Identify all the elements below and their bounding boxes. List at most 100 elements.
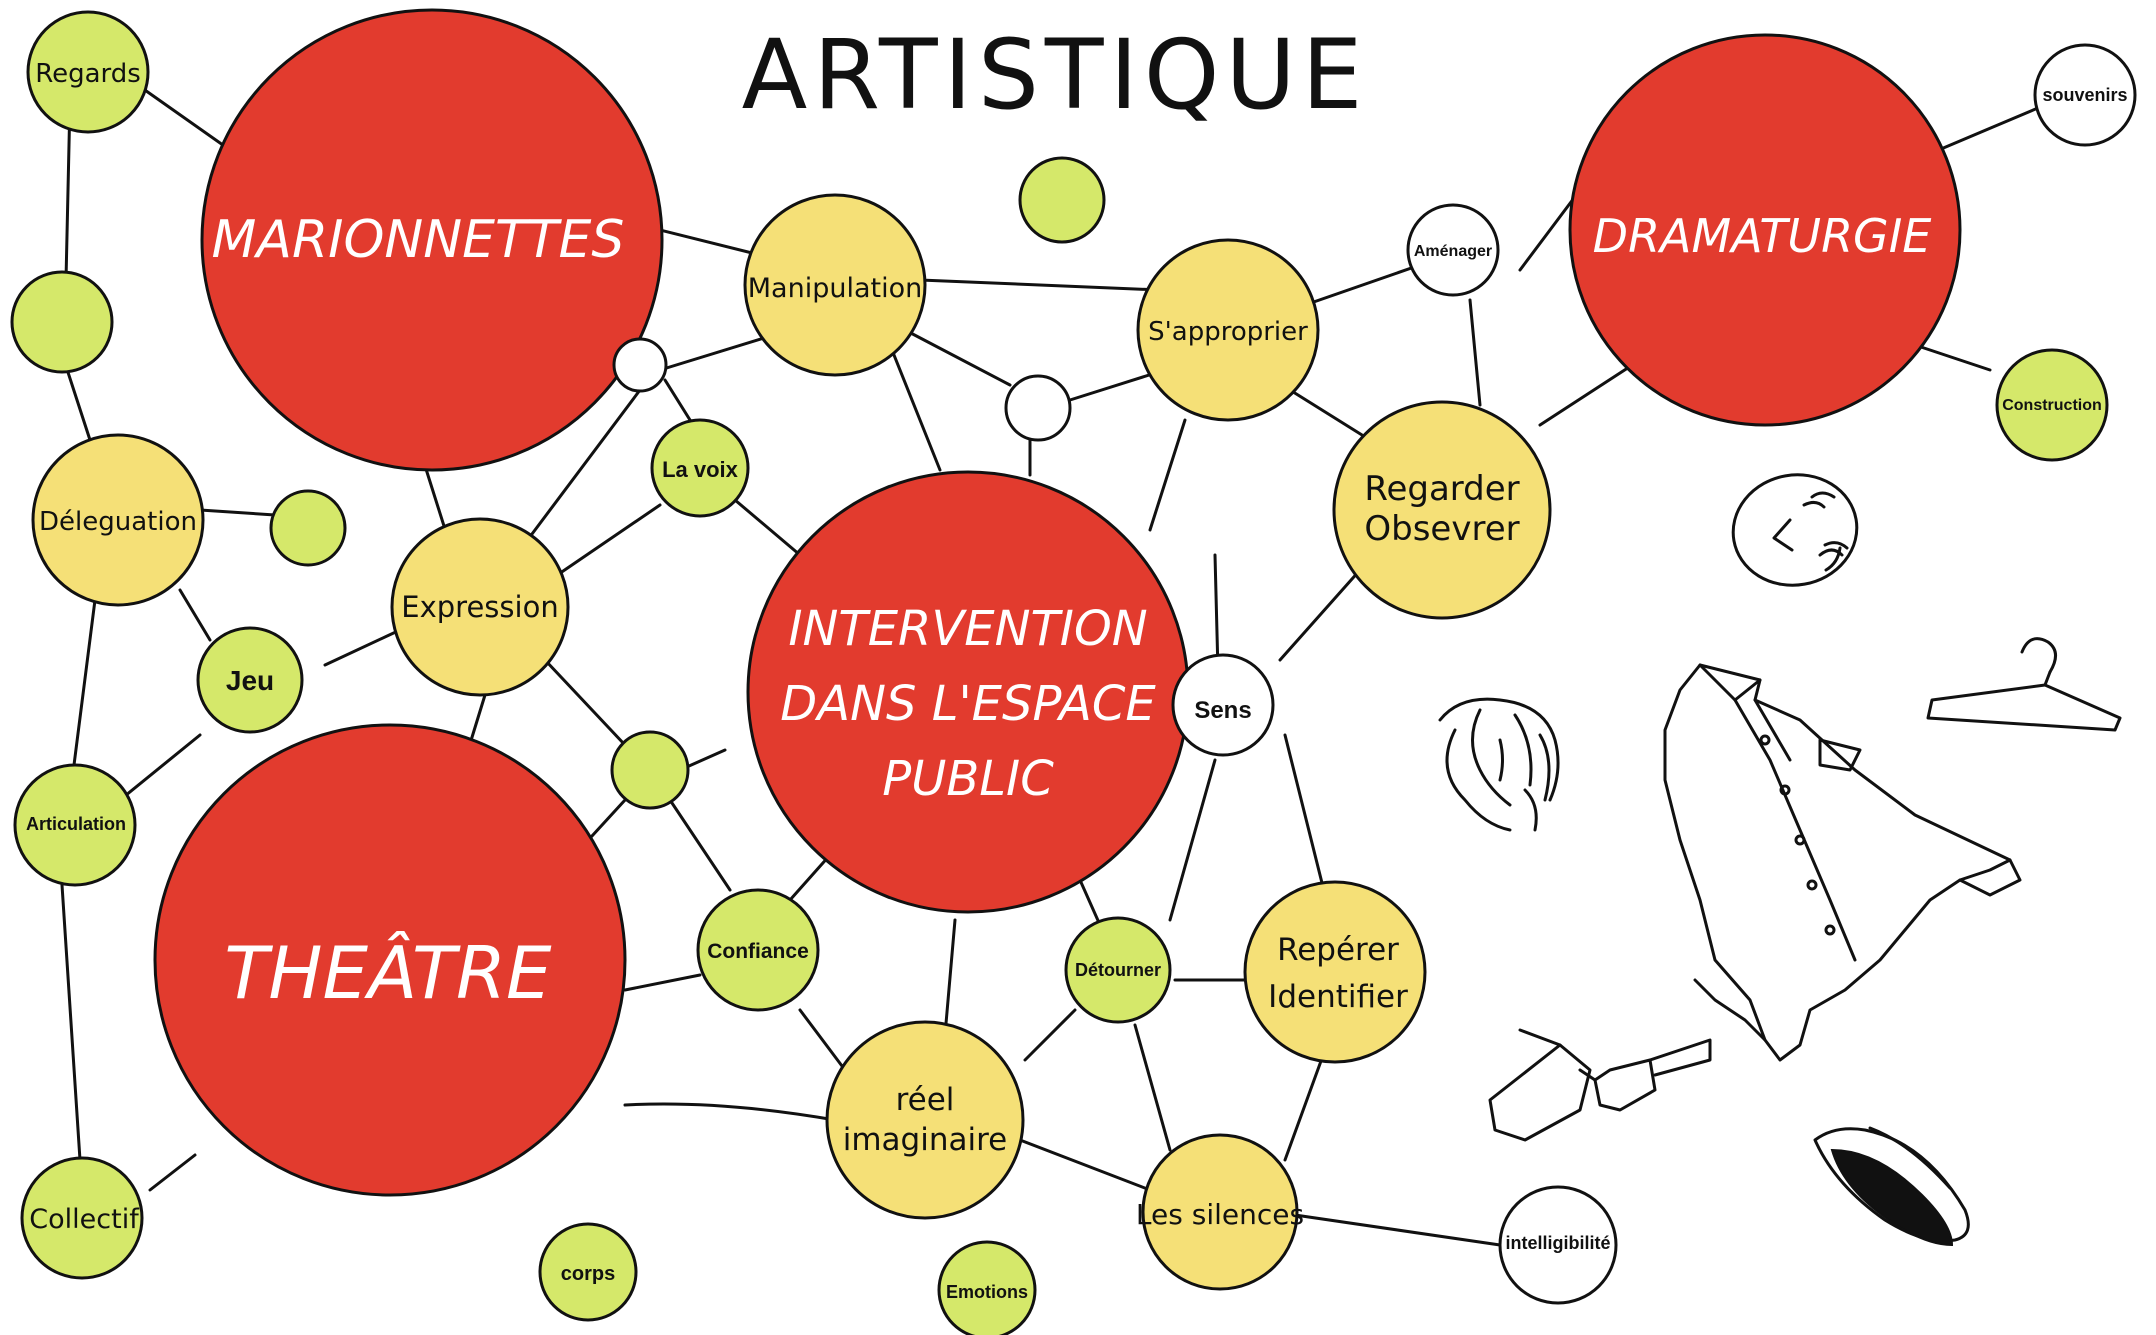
edge: [733, 498, 802, 557]
edge: [148, 1153, 197, 1192]
node-reperer-label-1: Repérer: [1277, 932, 1399, 968]
node-reperer-label-2: Identifier: [1268, 979, 1408, 1015]
node-intervention-label-2: DANS L'ESPACE: [780, 676, 1156, 732]
edge: [198, 508, 277, 517]
node-sapproprier-label: S'approprier: [1148, 317, 1308, 347]
edge: [1278, 568, 1362, 662]
edge: [60, 883, 82, 1162]
node-souvenirs-label: souvenirs: [2042, 85, 2127, 105]
edge: [798, 1008, 847, 1072]
edge: [1148, 418, 1187, 532]
node-silences-label: Les silences: [1136, 1198, 1304, 1231]
edge: [1518, 188, 1582, 272]
node-marionnettes-label: MARIONNETTES: [212, 210, 625, 270]
node-confiance: Confiance: [696, 888, 820, 1012]
node-construction-label: Construction: [2002, 397, 2102, 414]
node-empty-green: [10, 270, 114, 374]
node-empty-white: [612, 337, 668, 393]
edge: [1303, 263, 1422, 307]
node-articulation-label: Articulation: [26, 814, 126, 834]
node-theatre: THEÂTRE: [153, 723, 627, 1197]
node-regards: Regards: [26, 10, 150, 134]
node-amenager-label: Aménager: [1414, 243, 1492, 260]
node-intervention-label-3: PUBLIC: [882, 751, 1054, 807]
node-confiance-label: Confiance: [707, 940, 809, 963]
edge: [1283, 1048, 1327, 1162]
shirt-icon: [1663, 663, 2022, 1062]
edge: [140, 86, 232, 152]
node-empty-green: [269, 489, 347, 567]
node-articulation: Articulation: [13, 763, 137, 887]
node-regards-label: Regards: [35, 59, 141, 89]
node-deleguation: Déleguation: [31, 433, 205, 607]
node-intelligibilite: intelligibilité: [1498, 1185, 1618, 1305]
node-lavoix-label: La voix: [662, 457, 739, 482]
hanger-icon: [1926, 637, 2122, 732]
node-corps-label: corps: [561, 1263, 615, 1285]
node-sens: Sens: [1171, 653, 1275, 757]
node-regarder: Regarder Obsevrer: [1332, 400, 1552, 620]
edge: [543, 658, 627, 747]
node-emotions-label: Emotions: [946, 1282, 1028, 1302]
node-construction: Construction: [1995, 348, 2109, 462]
edge: [1133, 1023, 1172, 1152]
page-title: ARTISTIQUE: [742, 19, 1369, 131]
node-expression: Expression: [390, 517, 570, 697]
edge: [623, 1102, 837, 1122]
node-detourner-label: Détourner: [1075, 960, 1161, 980]
node-jeu-label: Jeu: [226, 665, 274, 696]
edge: [518, 388, 642, 552]
edge: [72, 598, 97, 767]
edge: [178, 588, 212, 642]
mask-icon: [1731, 473, 1859, 587]
node-corps: corps: [538, 1222, 638, 1322]
edge: [1293, 1213, 1502, 1247]
node-dramaturgie-label: DRAMATURGIE: [1593, 209, 1932, 263]
wig-icon: [1438, 697, 1560, 832]
node-manipulation: Manipulation: [743, 193, 927, 377]
node-lavoix: La voix: [650, 418, 750, 518]
node-regarder-label-2: Obsevrer: [1364, 509, 1519, 549]
node-intervention: INTERVENTION DANS L'ESPACE PUBLIC: [746, 470, 1190, 914]
node-detourner: Détourner: [1064, 916, 1172, 1024]
edge: [918, 278, 1162, 292]
node-sapproprier: S'approprier: [1136, 238, 1320, 422]
edge: [788, 853, 832, 902]
node-theatre-label: THEÂTRE: [224, 931, 552, 1015]
edge: [1283, 733, 1327, 897]
node-marionnettes: MARIONNETTES: [200, 8, 664, 472]
node-emotions: Emotions: [937, 1240, 1037, 1335]
node-empty-white: [1004, 374, 1072, 442]
edge: [943, 918, 957, 1037]
hat-icon: [1813, 1126, 1970, 1247]
edge: [1538, 358, 1642, 427]
node-amenager: Aménager: [1406, 203, 1500, 297]
node-reel-label-2: imaginaire: [843, 1122, 1008, 1158]
node-reel: réel imaginaire: [825, 1020, 1025, 1220]
node-collectif-label: Collectif: [29, 1204, 140, 1235]
edge: [1078, 878, 1102, 927]
node-collectif: Collectif: [20, 1156, 144, 1280]
node-dramaturgie: DRAMATURGIE: [1568, 33, 1962, 427]
edge: [1288, 388, 1372, 442]
edge: [1468, 298, 1482, 407]
edge: [62, 358, 92, 442]
edge: [1913, 343, 1992, 372]
node-silences: Les silences: [1136, 1133, 1304, 1291]
node-empty-green: [610, 730, 690, 810]
edge: [548, 503, 662, 582]
edges: [60, 86, 2047, 1247]
edge: [1023, 1008, 1077, 1062]
node-empty-green: [1018, 156, 1106, 244]
node-reperer: Repérer Identifier: [1243, 880, 1427, 1064]
node-intelligibilite-label: intelligibilité: [1505, 1233, 1610, 1253]
edge: [323, 628, 402, 667]
node-jeu: Jeu: [196, 626, 304, 734]
edge: [623, 973, 702, 992]
node-expression-label: Expression: [401, 590, 558, 624]
node-reel-label-1: réel: [896, 1082, 955, 1118]
glasses-icon: [1488, 1028, 1712, 1142]
edge: [1168, 758, 1217, 922]
edge: [903, 328, 1012, 387]
